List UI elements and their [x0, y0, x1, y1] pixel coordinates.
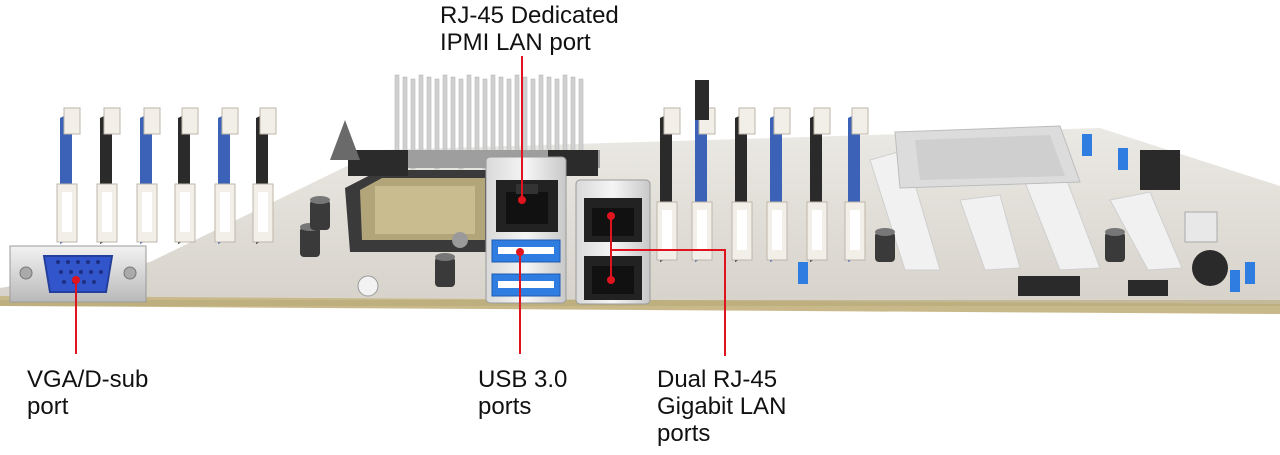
cpu-socket — [345, 150, 598, 252]
dimm-latch-inner — [62, 192, 72, 232]
capacitor — [875, 232, 895, 262]
leader-ipmi-dot — [518, 196, 526, 204]
dimm-latch-inner — [142, 192, 152, 232]
dimm-latch-inner — [102, 192, 112, 232]
dimm-latch-top — [221, 107, 239, 135]
power-button — [357, 275, 379, 297]
callout-usb-line-2: ports — [478, 393, 532, 420]
capacitor-top — [875, 228, 895, 236]
dimm-latch-inner — [220, 192, 230, 232]
dimm-latch-inner — [850, 210, 860, 250]
connector-post — [695, 80, 709, 120]
callout-ipmi-lan-port: RJ-45 Dedicated IPMI LAN port — [440, 2, 619, 56]
vga-pin — [66, 260, 70, 264]
capacitor — [300, 227, 320, 257]
vga-pin — [82, 280, 86, 284]
callout-vga-port: VGA/D-sub port — [27, 366, 148, 420]
leader-dual-lan-dot-top — [607, 212, 615, 220]
vga-port — [9, 245, 147, 303]
callout-dual-line-3: ports — [657, 420, 711, 447]
capacitor-top — [310, 196, 330, 204]
heatsink-fin — [482, 78, 488, 170]
callout-dual-line-2: Gigabit LAN — [657, 393, 787, 420]
dual-lan-stack — [575, 179, 651, 305]
callout-lines — [72, 56, 726, 356]
header-connector — [1184, 211, 1218, 243]
leader-usb-dot — [516, 248, 524, 256]
dimm-latch-top — [181, 107, 199, 135]
dimm-latch-inner — [662, 210, 672, 250]
dimm-latch-inner — [812, 210, 822, 250]
dimm-latch-top — [851, 107, 869, 135]
blue-jumper — [798, 262, 808, 284]
capacitor — [310, 200, 330, 230]
dimm-latch-top — [813, 107, 831, 135]
dimm-slots-right — [656, 107, 869, 262]
leader-dual-lan-dot-bottom — [607, 276, 615, 284]
blue-jumper — [1230, 270, 1240, 292]
vga-pin — [79, 270, 83, 274]
dimm-latch-top — [259, 107, 277, 135]
dimm-latch-top — [663, 107, 681, 135]
dimm-latch-top — [773, 107, 791, 135]
vga-pin — [62, 280, 66, 284]
leader-vga-dot — [72, 276, 80, 284]
capacitor — [1105, 232, 1125, 262]
capacitor-top — [1105, 228, 1125, 236]
heatsink-fin — [410, 78, 416, 170]
vga-pin — [69, 270, 73, 274]
dimm-latch-top — [738, 107, 756, 135]
callout-ipmi-line-1: RJ-45 Dedicated — [440, 2, 619, 29]
leader-dual-lan — [610, 216, 726, 356]
chip — [1140, 150, 1180, 190]
vga-pin — [96, 260, 100, 264]
heatsink-fin — [458, 78, 464, 170]
callout-usb-line-1: USB 3.0 — [478, 366, 568, 393]
capacitor — [435, 257, 455, 287]
blue-jumper — [1245, 262, 1255, 284]
vga-pin — [89, 270, 93, 274]
blue-jumper — [1082, 134, 1092, 156]
vga-pin — [99, 270, 103, 274]
heatsink — [380, 74, 600, 170]
dimm-latch-top — [143, 107, 161, 135]
dimm-latch-inner — [772, 210, 782, 250]
chipset-heatsink — [894, 125, 1081, 189]
vga-pin — [56, 260, 60, 264]
callout-vga-line-2: port — [27, 393, 69, 420]
callout-usb-ports: USB 3.0 ports — [478, 366, 567, 420]
callout-vga-line-1: VGA/D-sub — [27, 366, 149, 393]
vga-pin — [92, 280, 96, 284]
vga-pin — [76, 260, 80, 264]
callout-ipmi-line-2: IPMI LAN port — [440, 29, 591, 56]
board-components — [300, 80, 1255, 297]
dimm-latch-top — [103, 107, 121, 135]
heatsink-fin — [434, 78, 440, 170]
pcie-slots — [869, 149, 1183, 296]
dimm-latch-inner — [258, 192, 268, 232]
standoff — [330, 120, 360, 160]
dimm-latch-inner — [697, 210, 707, 250]
dimm-latch-inner — [737, 210, 747, 250]
vga-pin — [59, 270, 63, 274]
vga-pin — [86, 260, 90, 264]
capacitor-top — [435, 253, 455, 261]
ipmi-usb-stack — [485, 156, 567, 304]
callout-dual-lan-ports: Dual RJ-45 Gigabit LAN ports — [657, 366, 786, 447]
dimm-latch-top — [63, 107, 81, 135]
callout-dual-line-1: Dual RJ-45 — [657, 366, 778, 393]
battery-holder — [1192, 250, 1228, 286]
dimm-slots-left — [56, 107, 277, 244]
dimm-latch-inner — [180, 192, 190, 232]
blue-jumper — [1118, 148, 1128, 170]
